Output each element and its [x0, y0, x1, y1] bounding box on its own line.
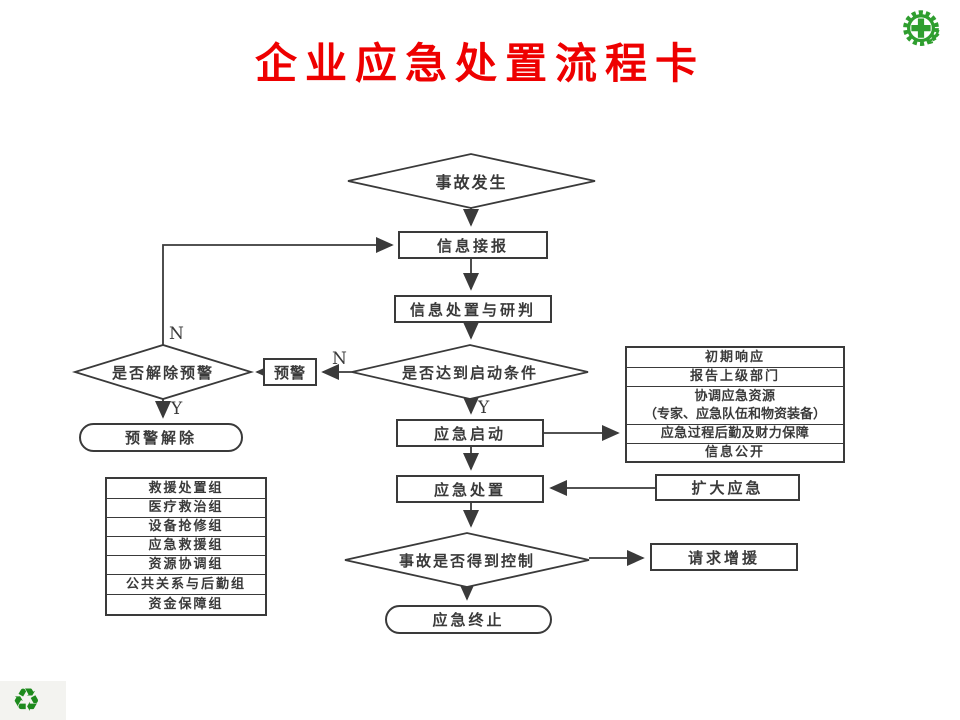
team-label: 医疗救治组	[148, 500, 224, 516]
branch-label-yes-warning: Y	[171, 399, 183, 419]
node-warning-release-check: 是否解除预警	[111, 363, 214, 382]
team-label: 应急救援组	[148, 538, 224, 554]
recycle-icon-background: ♻	[0, 681, 66, 720]
node-warning: 预警	[263, 358, 317, 386]
branch-label-no-warning: N	[169, 324, 184, 344]
action-label: 初期响应	[704, 349, 765, 365]
table-row: 应急过程后勤及财力保障	[627, 424, 843, 443]
node-info-assess: 信息处置与研判	[394, 295, 552, 323]
gear-cross-icon	[903, 10, 940, 46]
team-label: 救援处置组	[148, 480, 224, 496]
node-emergency-handle: 应急处置	[396, 475, 544, 503]
team-label: 公共关系与后勤组	[125, 576, 246, 592]
team-label: 资源协调组	[148, 557, 224, 573]
table-row: 协调应急资源 （专家、应急队伍和物资装备）	[627, 386, 843, 424]
action-label: 协调应急资源	[694, 388, 776, 404]
node-emergency-start: 应急启动	[396, 419, 544, 447]
action-label: 应急过程后勤及财力保障	[660, 426, 810, 442]
node-condition-check: 是否达到启动条件	[401, 363, 538, 382]
table-row: 资源协调组	[107, 555, 265, 574]
team-label: 资金保障组	[148, 596, 224, 612]
team-label: 设备抢修组	[148, 519, 224, 535]
teams-table: 救援处置组 医疗救治组 设备抢修组 应急救援组 资源协调组 公共关系与后勤组 资…	[105, 477, 267, 616]
node-start: 事故发生	[435, 173, 508, 192]
table-row: 医疗救治组	[107, 498, 265, 517]
table-row: 救援处置组	[107, 479, 265, 498]
diamond-start	[347, 153, 596, 209]
node-control-check: 事故是否得到控制	[398, 551, 535, 570]
node-expand-emergency: 扩大应急	[655, 474, 800, 501]
table-row: 应急救援组	[107, 536, 265, 555]
node-emergency-end: 应急终止	[385, 605, 552, 634]
action-label: 信息公开	[704, 444, 765, 460]
work-safety-logo-icon	[899, 7, 943, 51]
page-title: 企业应急处置流程卡	[254, 39, 705, 88]
response-actions-table: 初期响应 报告上级部门 协调应急资源 （专家、应急队伍和物资装备） 应急过程后勤…	[625, 346, 845, 463]
table-row: 资金保障组	[107, 594, 265, 614]
table-row: 公共关系与后勤组	[107, 574, 265, 594]
diamond-warning-release-check	[71, 344, 255, 400]
table-row: 报告上级部门	[627, 367, 843, 386]
table-row: 设备抢修组	[107, 517, 265, 536]
branch-label-yes-condition: Y	[478, 398, 490, 418]
action-label: 报告上级部门	[689, 369, 780, 385]
diamond-condition-check	[351, 344, 589, 400]
diamond-control-check	[344, 532, 590, 588]
node-warning-released: 预警解除	[79, 423, 243, 452]
node-request-backup: 请求增援	[650, 543, 798, 571]
action-label-detail: （专家、应急队伍和物资装备）	[643, 406, 826, 422]
recycle-icon: ♻	[12, 681, 41, 719]
table-row: 信息公开	[627, 443, 843, 461]
table-row: 初期响应	[627, 348, 843, 367]
node-info-receive: 信息接报	[398, 231, 548, 259]
branch-label-no-condition: N	[332, 349, 347, 369]
